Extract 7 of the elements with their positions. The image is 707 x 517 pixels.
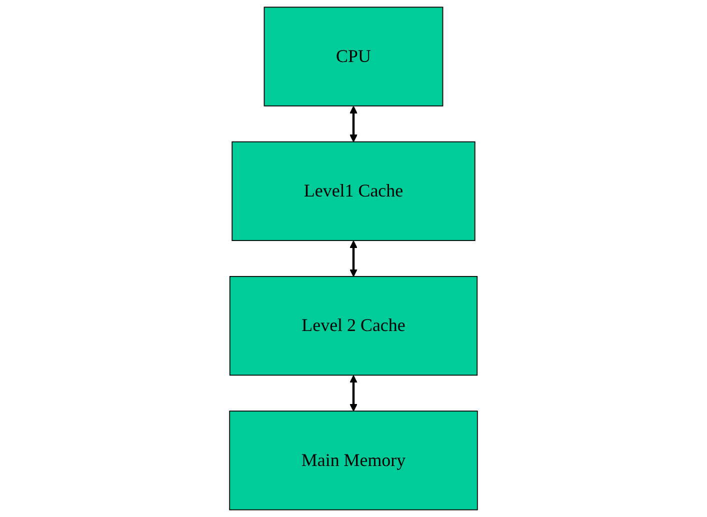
node-box: Level 2 Cache: [229, 276, 478, 376]
node-box: Main Memory: [229, 410, 478, 510]
arrow: [350, 375, 358, 412]
node-box: CPU: [264, 6, 444, 106]
arrow: [350, 240, 358, 277]
node-box: Level1 Cache: [232, 141, 476, 241]
arrow: [350, 106, 358, 142]
